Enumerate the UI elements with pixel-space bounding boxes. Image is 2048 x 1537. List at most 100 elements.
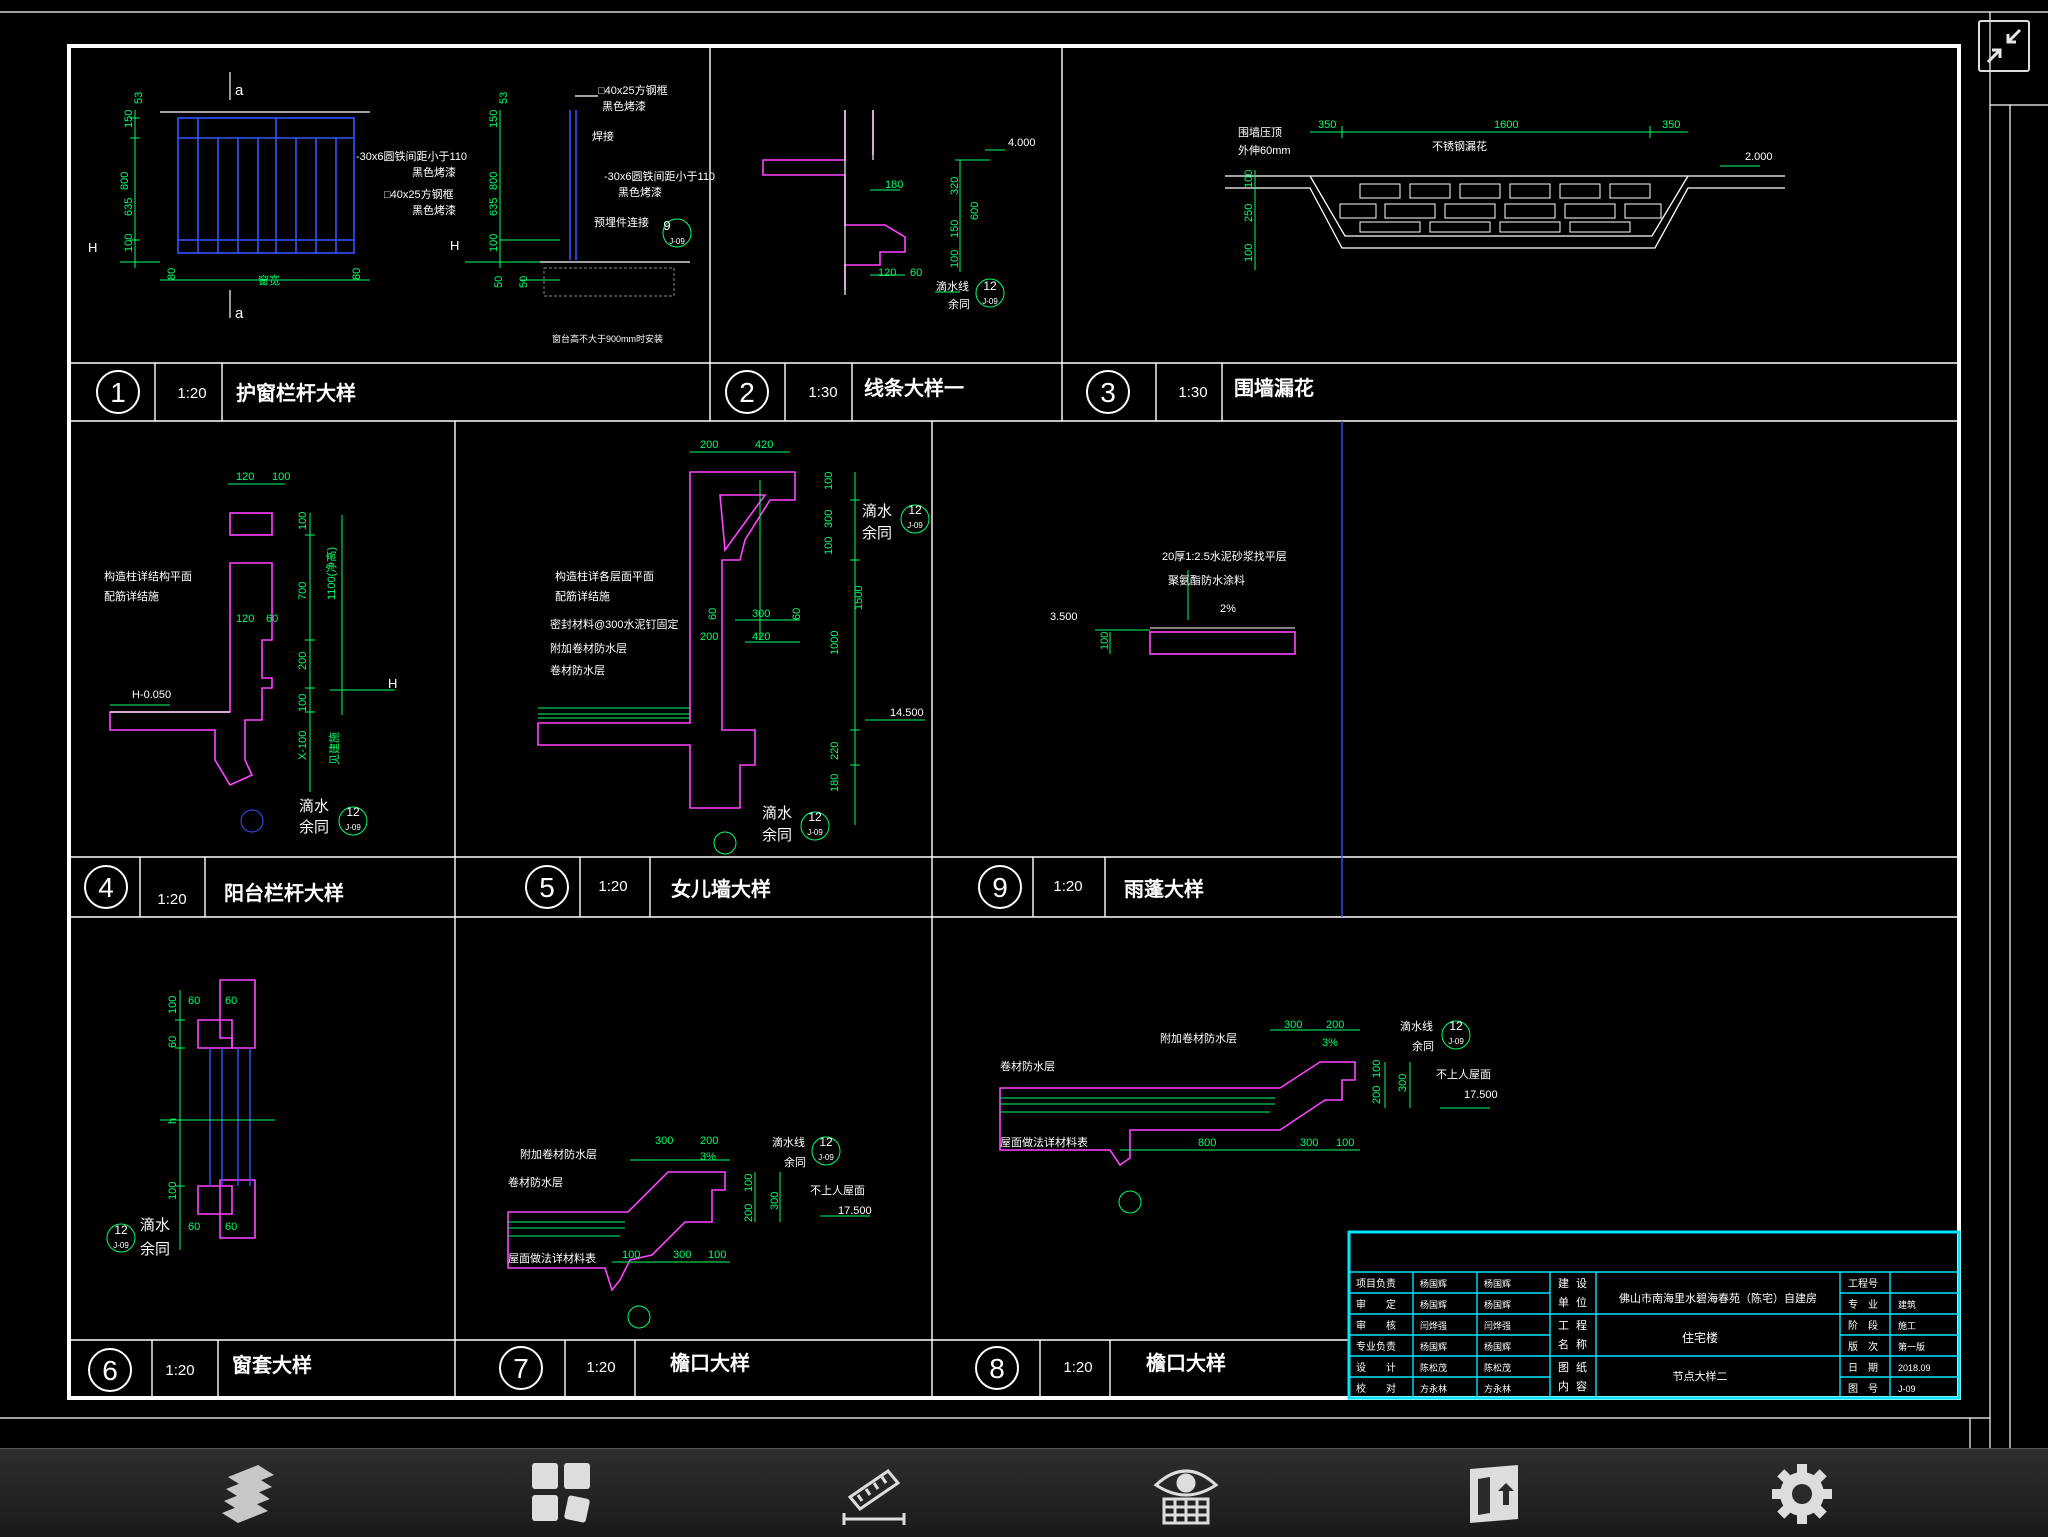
dimension-text: 800 — [1198, 1137, 1216, 1149]
detail-scale: 1:30 — [808, 384, 837, 401]
detail-number: 5 — [539, 872, 555, 903]
detail-number-circle — [525, 865, 569, 909]
drawing-text: 纸 — [1576, 1361, 1587, 1374]
drawing-text: 屋面做法详材料表 — [508, 1251, 596, 1265]
dimension-text: 200 — [700, 631, 718, 643]
drawing-text: 容 — [1576, 1379, 1587, 1393]
drawing-text: J-09 — [982, 297, 998, 306]
drawing-text: -30x6圆铁间距小于110 — [604, 170, 715, 183]
title-block — [1347, 1230, 1961, 1400]
drawing-text: 黑色烤漆 — [412, 203, 456, 217]
detail-number-circle — [84, 865, 128, 909]
drawing-text: 建筑 — [1898, 1299, 1916, 1310]
dimension-text: 见建施 — [327, 732, 341, 765]
layouts-button[interactable] — [526, 1461, 598, 1527]
dimension-text: 1500 — [853, 586, 865, 610]
drawing-text: 版 次 — [1848, 1340, 1878, 1353]
drawing-text: 校 对 — [1356, 1382, 1396, 1395]
drawing-text: 焊接 — [592, 129, 614, 143]
dimension-text: 350 — [1662, 119, 1680, 131]
drawing-text: 余同 — [948, 297, 970, 311]
drawing-text: 审 核 — [1356, 1319, 1396, 1332]
drawing-text: J-09 — [807, 828, 823, 837]
eye-grid-icon — [1153, 1469, 1219, 1525]
detail-scale: 1:30 — [1178, 384, 1207, 401]
detail-title: 围墙漏花 — [1234, 376, 1314, 400]
dimension-text: 320 — [949, 177, 961, 195]
drawing-text: 配筋详结施 — [104, 589, 159, 603]
export-button[interactable] — [1462, 1461, 1534, 1527]
dimension-text: 100 — [123, 234, 135, 252]
drawing-text: 方永林 — [1420, 1383, 1447, 1394]
drawing-text: 围墙压顶 — [1238, 125, 1282, 139]
drawing-text: 杨国辉 — [1484, 1278, 1511, 1289]
dimension-text: 100 — [1243, 170, 1255, 188]
detail-8-drawing — [999, 1020, 1490, 1214]
drawing-text: □40x25方钢框 — [598, 83, 668, 97]
view-button[interactable] — [1150, 1461, 1222, 1527]
detail-number-circle — [499, 1346, 543, 1390]
detail-6-drawing — [106, 979, 275, 1253]
detail-number-circle — [725, 370, 769, 414]
layouts-icon — [532, 1463, 590, 1523]
dimension-text: 100 — [272, 471, 290, 483]
dimension-text: 180 — [885, 179, 903, 191]
layers-button[interactable] — [214, 1461, 286, 1527]
drawing-text: 余同 — [784, 1155, 806, 1169]
drawing-frame — [67, 44, 1961, 1400]
bottom-toolbar — [0, 1448, 2048, 1537]
detail-title: 雨蓬大样 — [1124, 877, 1204, 901]
drawing-text: 图 — [1558, 1361, 1569, 1374]
drawing-text: J-09 — [669, 237, 685, 246]
exit-fullscreen-button[interactable] — [1978, 20, 2030, 72]
drawing-text: a — [235, 82, 244, 99]
drawing-text: 施工 — [1898, 1320, 1916, 1331]
drawing-text: 日 期 — [1848, 1362, 1878, 1374]
drawing-text: 2% — [1220, 603, 1236, 615]
measure-button[interactable] — [838, 1461, 910, 1527]
drawing-text: 附加卷材防水层 — [550, 641, 627, 655]
drawing-text: 阶 段 — [1848, 1319, 1878, 1332]
drawing-text: 图 号 — [1848, 1383, 1878, 1395]
drawing-text: J-09 — [1448, 1037, 1464, 1046]
drawing-text: 滴水线 — [1400, 1019, 1433, 1033]
drawing-text: 设 计 — [1356, 1361, 1396, 1374]
dimension-text: 200 — [1371, 1086, 1383, 1104]
detail-title: 护窗栏杆大样 — [236, 381, 356, 405]
detail-3-drawing — [1225, 126, 1785, 270]
drawing-text: 名 — [1558, 1337, 1569, 1351]
detail-number-circle — [88, 1348, 132, 1392]
dimension-text: 635 — [123, 198, 135, 216]
drawing-text: 12 — [983, 279, 997, 293]
drawing-text: J-09 — [113, 1241, 129, 1250]
dimension-text: 300 — [752, 608, 770, 620]
detail-number: 7 — [513, 1353, 529, 1384]
drawing-text: 不锈钢漏花 — [1432, 140, 1487, 153]
drawing-text: 外伸60mm — [1238, 144, 1291, 157]
drawing-text: 黑色烤漆 — [602, 99, 646, 113]
drawing-text: 12 — [908, 503, 922, 517]
drawing-text: □40x25方钢框 — [384, 187, 454, 201]
drawing-text: 预埋件连接 — [594, 216, 649, 229]
drawing-text: 位 — [1576, 1295, 1587, 1309]
drawing-text: 17.500 — [1464, 1089, 1498, 1101]
drawing-text: 12 — [808, 810, 822, 824]
dimension-text: 100 — [1099, 632, 1111, 650]
settings-button[interactable] — [1766, 1461, 1838, 1527]
drawing-text: a — [235, 305, 244, 322]
drawing-text: 滴水线 — [936, 279, 969, 293]
dimension-text: 635 — [488, 198, 500, 216]
drawing-text: -30x6圆铁间距小于110 — [356, 150, 467, 163]
drawing-text: 卷材防水层 — [1000, 1059, 1055, 1073]
drawing-text: 黑色烤漆 — [412, 165, 456, 179]
drawing-text: 构造柱详各层面平面 — [555, 569, 654, 583]
export-icon — [1470, 1465, 1518, 1523]
drawing-text: 滴水 — [140, 1216, 170, 1234]
dimension-text: 180 — [829, 774, 841, 792]
drawing-text: 滴水 — [762, 804, 792, 822]
detail-title: 阳台栏杆大样 — [224, 881, 344, 905]
detail-7-drawing — [507, 1136, 870, 1329]
drawing-text: 陈松茂 — [1420, 1362, 1447, 1373]
drawing-text: 项目负责 — [1356, 1277, 1396, 1290]
